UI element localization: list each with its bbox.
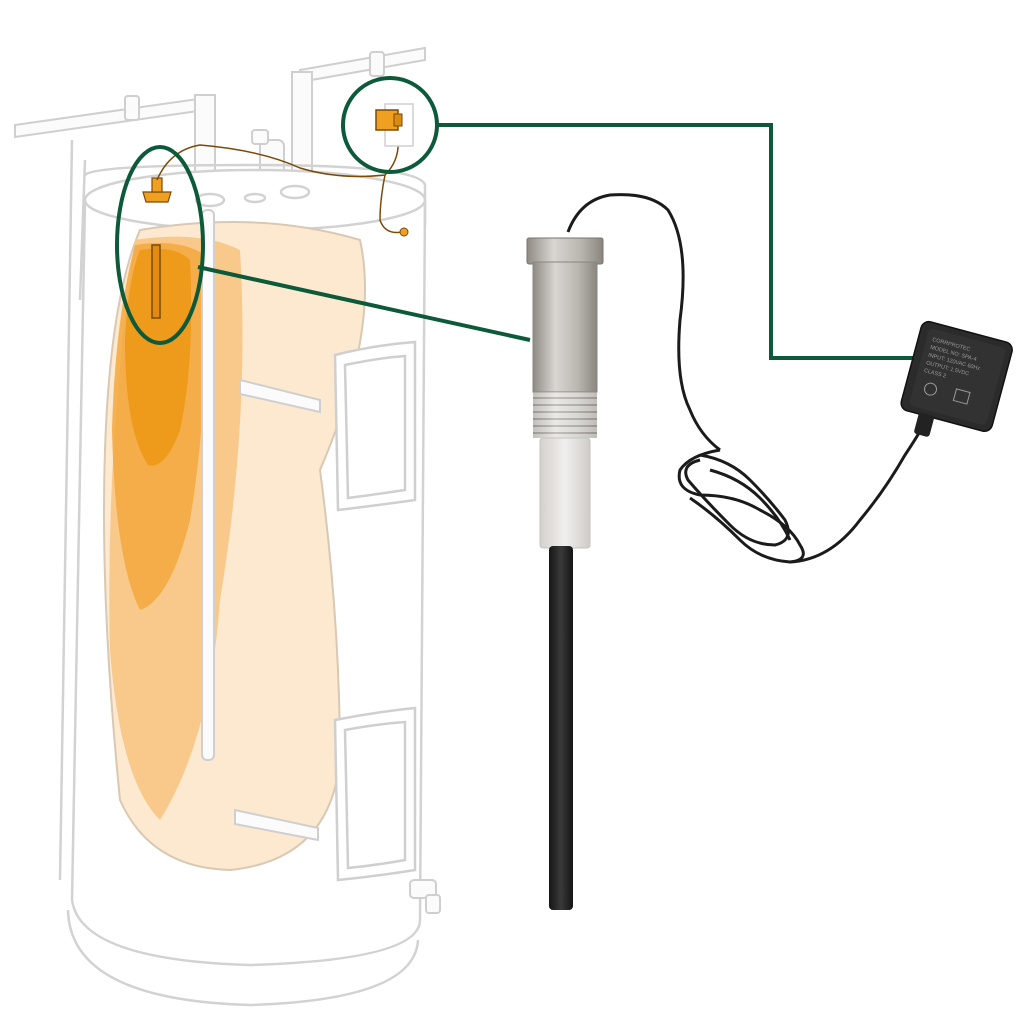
anode-hex-head bbox=[526, 237, 604, 265]
adapter-label-line5: CLASS 2 bbox=[923, 368, 946, 380]
installed-anode-rod bbox=[151, 244, 161, 319]
anode-insulator bbox=[539, 437, 591, 549]
powered-anode-rod bbox=[526, 193, 721, 910]
anode-body bbox=[532, 261, 598, 393]
callout-lines bbox=[115, 76, 915, 360]
installed-wire bbox=[156, 137, 403, 234]
heat-zone-core bbox=[125, 248, 192, 466]
adapter-strain-relief bbox=[914, 412, 934, 437]
heat-zones bbox=[103, 221, 366, 872]
callout-circle-anode bbox=[115, 145, 205, 345]
drain-valve bbox=[409, 879, 441, 914]
water-heater-tank bbox=[58, 139, 427, 1007]
dip-tube bbox=[201, 209, 215, 761]
adapter-cert-mark-2 bbox=[952, 388, 971, 405]
heating-elements bbox=[234, 378, 321, 842]
wire-ground-clip bbox=[399, 227, 409, 237]
anode-electrode bbox=[549, 546, 573, 910]
power-adapter: CORRPROTEC MODEL NO: SPA-4 INPUT: 120VAC… bbox=[677, 320, 1013, 564]
wall-outlet-plug bbox=[375, 103, 414, 147]
leader-anode bbox=[197, 265, 531, 342]
leader-plug bbox=[437, 123, 915, 360]
access-panels bbox=[333, 340, 417, 882]
installed-anode-head bbox=[142, 177, 172, 203]
adapter-cert-mark bbox=[924, 382, 938, 396]
adapter-coiled-cord bbox=[677, 427, 924, 564]
anode-cable-top bbox=[566, 193, 721, 452]
